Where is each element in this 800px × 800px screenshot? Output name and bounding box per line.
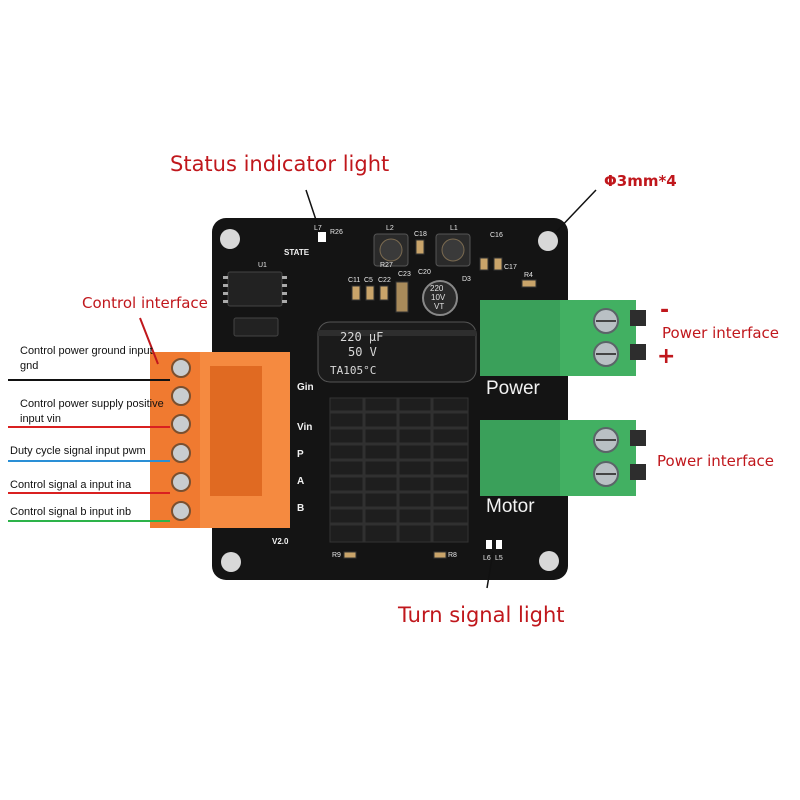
pin-desc-inb: Control signal b input inb [10, 506, 132, 518]
callout-power-interface-top: Power interface [662, 324, 780, 342]
ref-r26: R26 [330, 229, 343, 236]
ref-c5: C5 [364, 277, 373, 284]
ref-r9: R9 [332, 552, 341, 559]
pin-desc-pwm: Duty cycle signal input pwm [10, 445, 146, 457]
callout-status-light: Status indicator light [170, 152, 390, 176]
screw-extra [171, 501, 191, 521]
version-label: V2.0 [272, 537, 289, 546]
mount-hole-tr [538, 231, 558, 251]
cap-small [422, 280, 458, 316]
screw-pwm [171, 414, 191, 434]
mount-hole-bl [221, 552, 241, 572]
ref-l2: L2 [386, 225, 394, 232]
pin-label-b: B [297, 503, 305, 514]
terminal-label-power: Power [486, 378, 540, 399]
callout-mount-holes: Φ3mm*4 [604, 172, 677, 190]
ref-r8: R8 [448, 552, 457, 559]
turn-led-l6 [486, 540, 492, 549]
cap-big [317, 321, 477, 383]
ref-c18: C18 [414, 231, 427, 238]
ref-r27: R27 [380, 262, 393, 269]
pin-desc-vin: Control power supply positive input vin [20, 398, 164, 425]
ref-l5: L5 [495, 555, 503, 562]
mount-hole-tl [220, 229, 240, 249]
leader-turn [486, 551, 494, 589]
chip-u1 [227, 271, 283, 307]
callout-turn-signal: Turn signal light [398, 603, 565, 627]
ref-c20: C20 [418, 269, 431, 276]
ref-l7: L7 [314, 225, 322, 232]
cap-big-voltage: 50 V [348, 345, 377, 359]
state-led [318, 232, 326, 242]
turn-led-l5 [496, 540, 502, 549]
cap-small-value: 220 [430, 284, 444, 293]
ref-d3: D3 [462, 276, 471, 283]
pin-label-vin: Vin [297, 422, 313, 433]
screw-gnd [171, 358, 191, 378]
ref-r4: R4 [524, 272, 533, 279]
pin-label-p: P [297, 449, 304, 460]
state-label: STATE [284, 248, 310, 257]
ref-l1: L1 [450, 225, 458, 232]
leader-control [139, 317, 159, 365]
screw-vin [171, 386, 191, 406]
cap-small-type: VT [434, 302, 445, 311]
terminal-label-motor: Motor [486, 496, 535, 517]
ref-c16: C16 [490, 232, 503, 239]
ref-c22: C22 [378, 277, 391, 284]
ref-c11: C11 [348, 277, 361, 284]
pin-desc-ina: Control signal a input ina [10, 479, 132, 491]
callout-power-interface-bottom: Power interface [657, 452, 775, 470]
cap-big-value: 220 μF [340, 330, 384, 344]
pin-desc-gnd: Control power ground input gnd [20, 345, 153, 372]
ref-c17: C17 [504, 264, 517, 271]
chip-small [233, 317, 279, 337]
cap-small-voltage: 10V [431, 293, 446, 302]
ref-c23: C23 [398, 271, 411, 278]
leader-status [305, 189, 321, 233]
leader-mount [555, 189, 597, 233]
pin-label-a: A [297, 476, 305, 487]
pin-label-gin: Gin [297, 382, 314, 393]
ref-l6: L6 [483, 555, 491, 562]
screw-ina [171, 443, 191, 463]
polarity-minus: - [660, 298, 670, 323]
mount-hole-br [539, 551, 559, 571]
screw-inb [171, 472, 191, 492]
cap-big-temp: TA105°C [330, 364, 377, 377]
polarity-plus: + [657, 344, 676, 369]
ref-u1: U1 [258, 262, 267, 269]
callout-control-interface: Control interface [82, 294, 208, 312]
